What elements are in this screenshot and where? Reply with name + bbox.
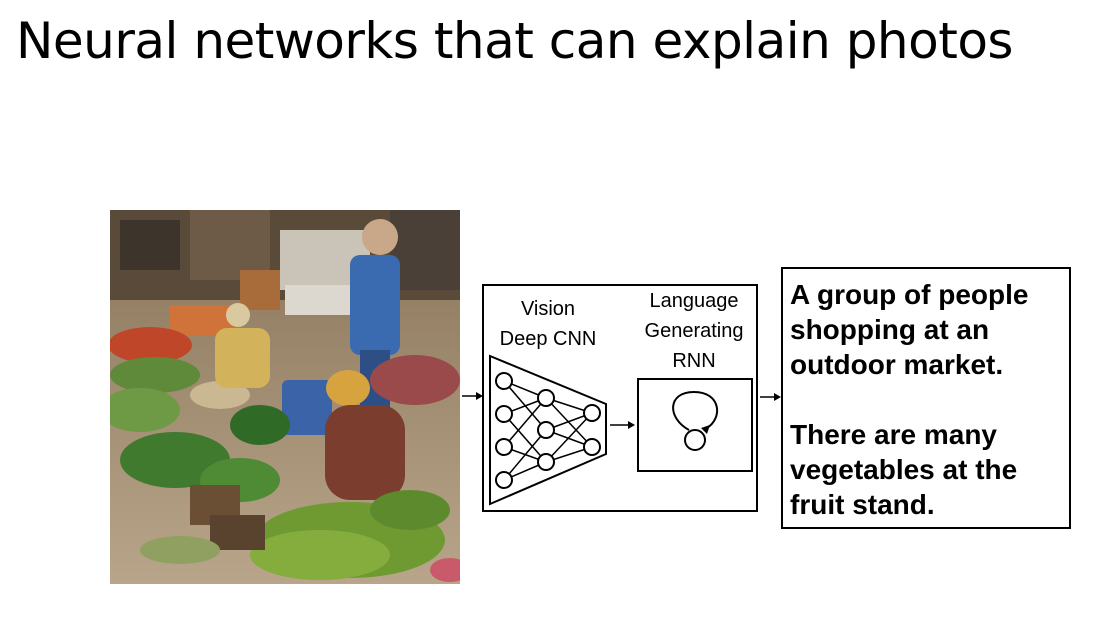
language-rnn-label: Language Generating RNN: [630, 286, 758, 376]
cnn-node: [495, 405, 513, 423]
cnn-node: [495, 372, 513, 390]
cnn-node: [537, 389, 555, 407]
slide-title: Neural networks that can explain photos: [16, 12, 1013, 70]
cnn-node: [583, 404, 601, 422]
rnn-loop-arrowhead: [701, 425, 710, 434]
arrow-photo-to-cnn: [462, 392, 483, 400]
caption-2: There are many vegetables at the fruit s…: [790, 419, 1018, 520]
cnn-trapezoid: [489, 354, 607, 506]
rnn-node: [684, 429, 706, 451]
rnn-box: [637, 378, 753, 472]
rnn-loop-diagram: [672, 390, 719, 451]
cnn-node: [583, 438, 601, 456]
vision-label-line2: Deep CNN: [499, 328, 597, 350]
language-label-line3: RNN: [672, 350, 716, 372]
language-label-line2: Generating: [644, 320, 744, 342]
cnn-node: [537, 453, 555, 471]
vision-cnn-label: Vision Deep CNN: [490, 294, 606, 354]
vision-label-line1: Vision: [520, 298, 576, 320]
arrow-cnn-to-rnn: [610, 421, 635, 429]
market-photo: [110, 210, 460, 584]
rnn-recurrent-loop: [672, 390, 719, 431]
arrow-model-to-caption: [760, 393, 781, 401]
cnn-node: [495, 471, 513, 489]
cnn-node: [495, 438, 513, 456]
language-label-line1: Language: [649, 290, 739, 312]
caption-1: A group of people shopping at an outdoor…: [790, 279, 1029, 380]
caption-box: A group of people shopping at an outdoor…: [781, 267, 1071, 529]
cnn-network-diagram: [489, 354, 607, 506]
cnn-node: [537, 421, 555, 439]
